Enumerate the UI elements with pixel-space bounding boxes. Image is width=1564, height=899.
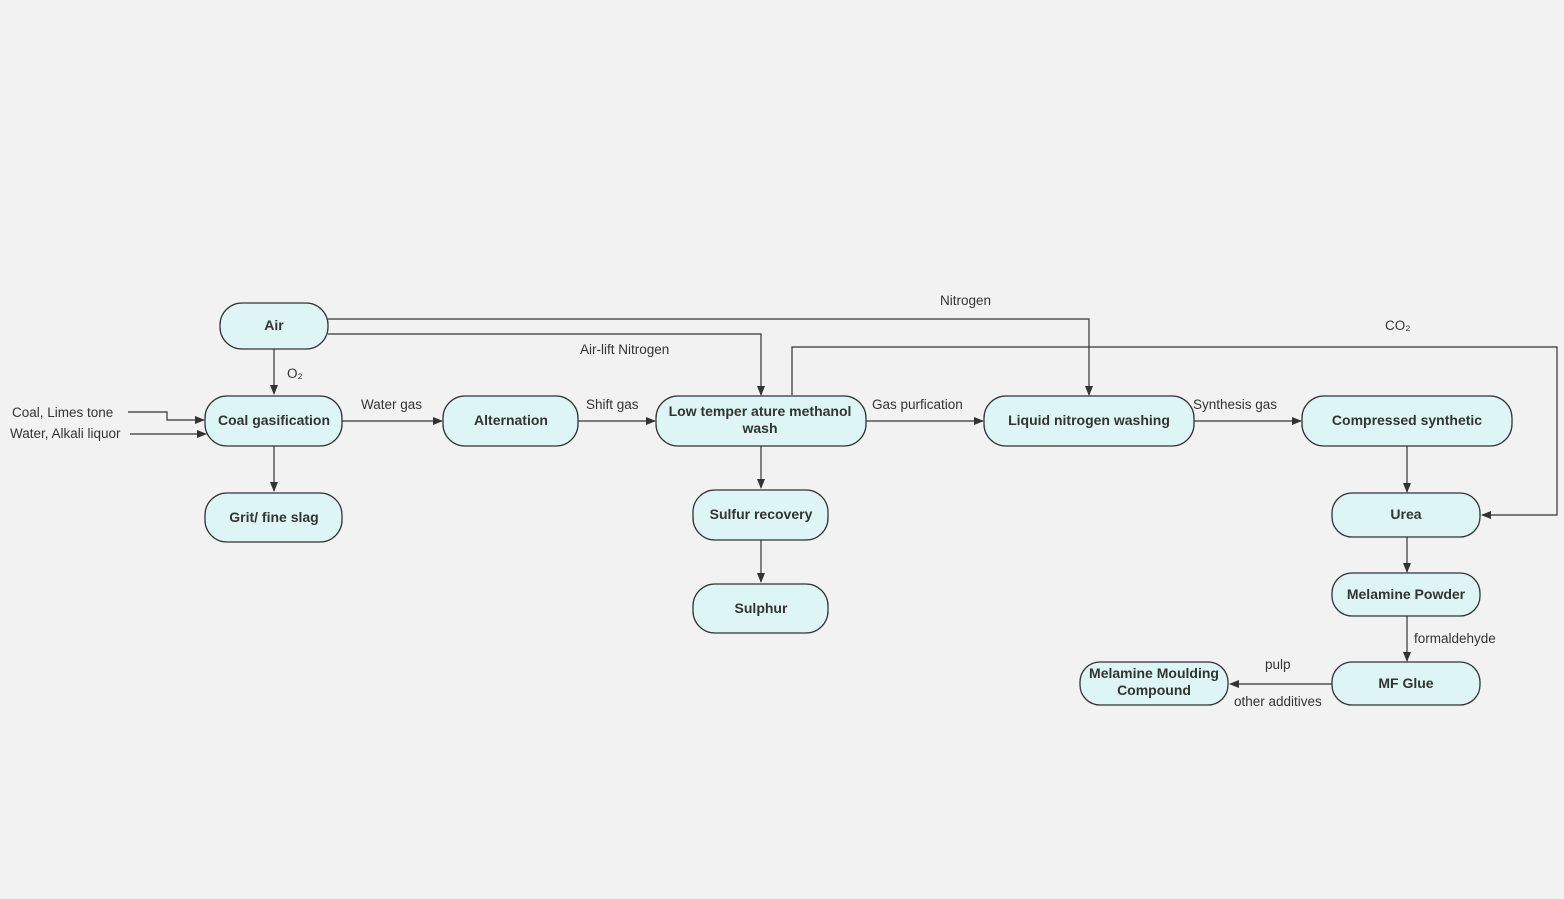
node-mf-glue: MF Glue [1331,661,1481,706]
node-alternation: Alternation [442,395,579,447]
node-coal-gasification-label: Coal gasification [218,412,330,428]
edge-coal-limestone [128,411,205,424]
node-mf-glue-label: MF Glue [1378,675,1433,691]
node-melamine-moulding-label-line2: Compound [1117,682,1191,698]
node-melamine-powder: Melamine Powder [1331,572,1481,617]
node-grit-fine-slag: Grit/ fine slag [204,492,343,543]
edge-co2 [791,346,1558,519]
node-urea-label: Urea [1390,506,1421,522]
node-sulphur: Sulphur [692,583,829,634]
node-sulphur-label: Sulphur [735,600,788,616]
node-compressed-synthetic: Compressed synthetic [1301,395,1513,447]
node-methanol-wash: Low temper ature methanol wash [655,395,867,447]
node-air-label: Air [264,317,284,333]
node-urea: Urea [1331,492,1481,538]
label-coal-limestone: Coal, Limes tone [12,405,113,420]
node-melamine-moulding-compound: Melamine Moulding Compound [1079,661,1229,706]
node-compressed-synthetic-label: Compressed synthetic [1332,412,1482,428]
edge-nitrogen [328,318,1093,396]
node-methanol-wash-label-line1: Low temper ature methanol [669,403,852,419]
label-nitrogen: Nitrogen [940,293,991,308]
label-formaldehyde: formaldehyde [1414,631,1496,646]
label-water-gas: Water gas [361,397,422,412]
node-methanol-wash-label-line2: wash [741,420,777,436]
label-air-lift-nitrogen: Air-lift Nitrogen [580,342,669,357]
node-air: Air [219,302,329,350]
node-grit-fine-slag-label: Grit/ fine slag [229,509,318,525]
label-synthesis-gas: Synthesis gas [1193,397,1277,412]
node-alternation-label: Alternation [474,412,548,428]
node-coal-gasification: Coal gasification [204,395,343,447]
node-liquid-nitrogen-washing-label: Liquid nitrogen washing [1008,412,1170,428]
label-co2: CO₂ [1385,318,1411,333]
edge-air-lift-nitrogen [328,333,765,396]
label-water-alkali: Water, Alkali liquor [10,426,121,441]
label-pulp: pulp [1265,657,1291,672]
label-o2: O₂ [287,366,303,381]
node-sulfur-recovery: Sulfur recovery [692,489,829,541]
node-liquid-nitrogen-washing: Liquid nitrogen washing [983,395,1195,447]
node-melamine-powder-label: Melamine Powder [1347,586,1466,602]
label-shift-gas: Shift gas [586,397,639,412]
edge-labels: Coal, Limes tone Water, Alkali liquor O₂… [10,293,1496,709]
edges [128,318,1558,688]
label-gas-purification: Gas purfication [872,397,963,412]
node-sulfur-recovery-label: Sulfur recovery [710,506,813,522]
node-melamine-moulding-label-line1: Melamine Moulding [1089,665,1219,681]
label-other-additives: other additives [1234,694,1322,709]
